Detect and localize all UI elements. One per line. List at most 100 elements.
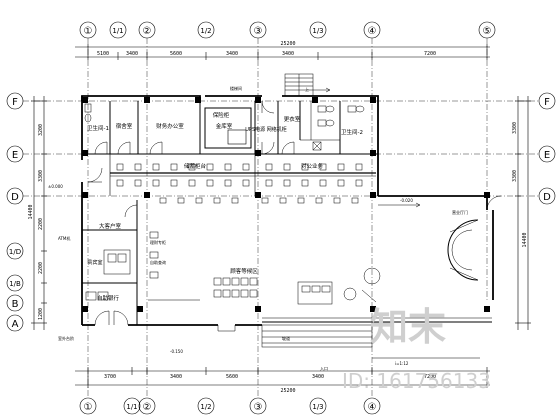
label-change-room: 更衣室 xyxy=(284,115,301,123)
grid-row-d-right: D xyxy=(543,192,551,203)
counter-zone xyxy=(109,154,376,196)
label-counter-area: 储蓄柜台 xyxy=(184,162,207,170)
dimension-left: 3200 3300 2200 2200 1200 14400 xyxy=(28,96,47,330)
grid-col-3: ③ xyxy=(254,26,263,37)
south-entrance-steps xyxy=(217,324,480,359)
watermark-id: ID: 161756133 xyxy=(342,369,491,393)
north-room-doors xyxy=(94,100,295,155)
label-toilet-2: 卫生间-2 xyxy=(341,128,363,136)
note-atm: ATM机 xyxy=(58,235,70,241)
note-level-1: -0.020 xyxy=(400,198,413,203)
label-finance-office: 财务办公室 xyxy=(156,122,184,130)
grid-col-2-bottom: ② xyxy=(143,402,152,413)
dim-bottom-3: 5600 xyxy=(226,374,238,380)
label-toilet-1: 卫生间-1 xyxy=(87,124,109,132)
counter-chairs xyxy=(116,163,363,187)
dimension-right: 3300 3300 14400 xyxy=(512,96,531,330)
grid-row-e-right: E xyxy=(544,150,550,161)
grid-col-1-1: 1/1 xyxy=(112,27,123,35)
dim-top-3: 5600 xyxy=(170,51,182,57)
toilet-fixtures xyxy=(84,101,365,151)
dim-top-4: 3400 xyxy=(226,51,238,57)
grid-col-2: ② xyxy=(143,26,152,37)
label-ups: UPS电源 网络机柜 xyxy=(245,126,286,133)
dim-left-4: 2200 xyxy=(38,262,44,274)
label-vault: 金库室 xyxy=(216,122,233,130)
label-vip-room: 贵宾室 xyxy=(87,259,102,266)
note-slope-1: 坡道 xyxy=(282,335,290,341)
west-rooms xyxy=(82,167,138,326)
grid-col-1-3-bottom: 1/3 xyxy=(312,403,323,411)
dim-left-3: 2200 xyxy=(38,218,44,230)
grid-col-4-bottom: ④ xyxy=(368,402,377,413)
note-level-mark: ±0.000 xyxy=(48,184,63,189)
grid-bubbles-bottom: ① 1/1 ② 1/2 ③ 1/3 ④ xyxy=(79,397,381,415)
dim-right-1: 3300 xyxy=(512,122,518,134)
dim-bottom-1: 3700 xyxy=(104,374,116,380)
grid-row-b: B xyxy=(12,299,19,310)
dim-left-2: 3300 xyxy=(38,170,44,182)
label-business-area: 对公业务 xyxy=(301,162,324,170)
label-small-lobby: 营业厅门 xyxy=(452,209,468,215)
grid-row-e: E xyxy=(12,150,18,161)
entrance-vestibule xyxy=(378,195,502,281)
grid-bubbles-right: F E D xyxy=(538,92,556,205)
dim-bottom-2: 3400 xyxy=(170,374,182,380)
grid-row-d: D xyxy=(11,192,19,203)
label-self-bank: 自助银行 xyxy=(97,294,120,302)
watermark-brand: 知末 xyxy=(370,305,446,349)
note-sign: 理财专柜 xyxy=(150,239,166,245)
north-rooms-partitions xyxy=(82,101,378,155)
dimension-top: 5100 3400 5600 3400 3400 7200 25200 xyxy=(75,41,490,60)
label-dormitory: 宿舍室 xyxy=(116,122,133,130)
grid-row-1-b: 1/B xyxy=(9,280,21,288)
dim-bottom-5: 7200 xyxy=(424,374,436,380)
grid-col-1-1-bottom: 1/1 xyxy=(126,403,137,411)
label-lobby-hall: 大客户室 xyxy=(99,222,122,230)
dim-bottom-4: 3400 xyxy=(312,374,324,380)
label-safe: 保险柜 xyxy=(213,111,230,119)
grid-col-4: ④ xyxy=(368,26,377,37)
structural-columns xyxy=(82,97,490,312)
grid-row-f-right: F xyxy=(544,97,550,108)
annotations: ±0.000 -0.020 -0.150 室外台阶 ATM机 理财专柜 自助查询… xyxy=(48,184,413,366)
dimension-bottom: 3700 3400 5600 3400 7200 25200 xyxy=(75,367,490,394)
label-stair: 楼梯间 xyxy=(230,85,242,91)
note-pillar: 室外台阶 xyxy=(58,335,74,341)
dim-left-5: 1200 xyxy=(38,308,44,320)
dim-top-total: 25200 xyxy=(280,41,295,47)
note-query: 自助查询 xyxy=(150,259,166,265)
exterior-walls xyxy=(81,95,494,326)
grid-col-3-bottom: ③ xyxy=(254,402,263,413)
grid-row-f: F xyxy=(12,97,18,108)
grid-col-1-2-bottom: 1/2 xyxy=(200,403,211,411)
grid-bubbles-top: ① 1/1 ② 1/2 ③ 1/3 ④ ⑤ xyxy=(79,21,496,39)
dim-top-2: 3400 xyxy=(126,51,138,57)
grid-col-1-2: 1/2 xyxy=(200,27,211,35)
watermark: 知末 ID: 161756133 xyxy=(342,305,491,393)
grid-col-1-3: 1/3 xyxy=(312,27,323,35)
room-labels: 卫生间-1 宿舍室 财务办公室 保险柜 金库室 UPS电源 网络机柜 更衣室 卫… xyxy=(87,85,468,371)
note-level-2: -0.150 xyxy=(170,349,183,354)
dim-top-5: 3400 xyxy=(282,51,294,57)
label-entrance: 入口 xyxy=(320,366,328,371)
stair xyxy=(284,73,331,97)
grid-row-a: A xyxy=(12,319,19,330)
waiting-area-seating xyxy=(148,231,381,305)
dim-right-total: 14400 xyxy=(522,232,528,247)
dim-bottom-total: 25200 xyxy=(280,388,295,394)
label-wait-area: 顾客等候区 xyxy=(230,267,258,275)
counter-service-windows xyxy=(159,197,359,204)
grid-col-1-bottom: ① xyxy=(84,402,93,413)
dim-top-6: 7200 xyxy=(424,51,436,57)
grid-col-5: ⑤ xyxy=(483,26,492,37)
dim-top-1: 5100 xyxy=(97,51,109,57)
grid-col-1: ① xyxy=(84,26,93,37)
dim-left-1: 3200 xyxy=(38,124,44,136)
grid-bubbles-left: F E D 1/D 1/B B A xyxy=(6,92,24,332)
note-slope-2: i=1:12 xyxy=(395,361,409,366)
label-stair-up: 上 xyxy=(305,86,309,92)
dim-right-2: 3300 xyxy=(512,170,518,182)
grid-row-1-d: 1/D xyxy=(9,248,21,256)
